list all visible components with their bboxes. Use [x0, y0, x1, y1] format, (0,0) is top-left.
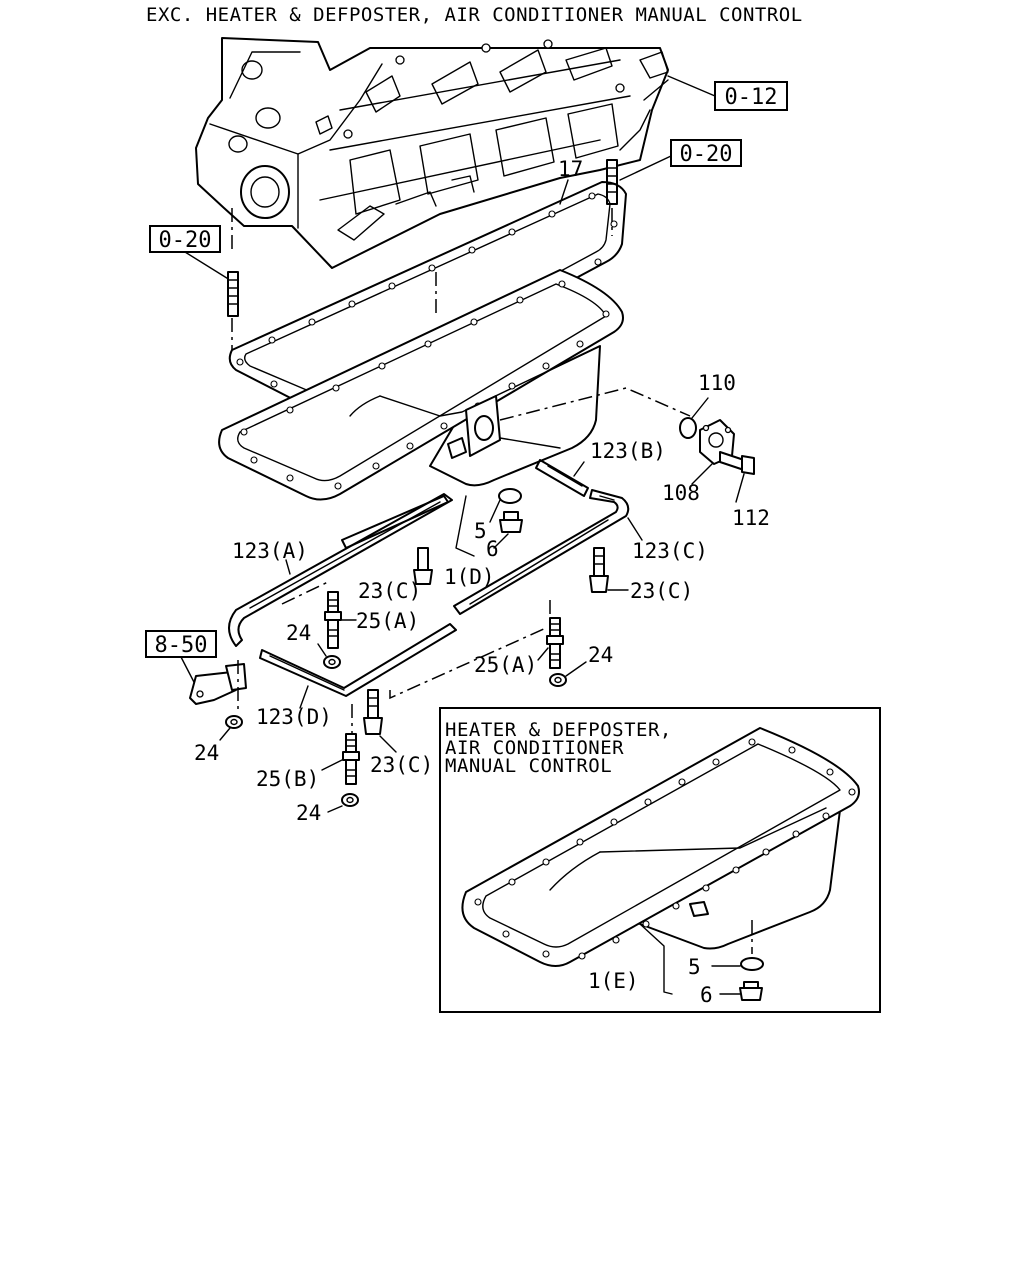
engine-block-drawing	[195, 37, 669, 269]
callout-seal-b: 123(B)	[590, 439, 666, 463]
callout-stud-a-left: 25(A)	[356, 609, 419, 633]
inset-drain-plug	[739, 981, 763, 1001]
leader-gasket	[559, 179, 569, 205]
callout-gasket: 17	[558, 157, 583, 181]
callout-drain-gasket: 5	[474, 519, 487, 543]
nut-24-left-upper	[323, 655, 341, 669]
inset-callout-pan-assy: 1(E)	[588, 969, 639, 993]
nut-24-bracket	[225, 715, 243, 729]
callout-stud-a-right: 25(A)	[474, 653, 537, 677]
guide-lower	[389, 627, 547, 700]
callout-cover-bolt: 112	[732, 506, 770, 530]
seal-123b	[535, 459, 589, 497]
callout-seal-a: 123(A)	[232, 539, 308, 563]
seal-123d	[259, 623, 457, 697]
cover-bolt-112	[719, 451, 755, 475]
inset-title-line1: HEATER & DEFPOSTER,	[445, 719, 672, 741]
callout-seal-c: 123(C)	[632, 539, 708, 563]
guide-stud-a-left	[281, 581, 329, 605]
ref-box-stud-right[interactable]: 0-20	[670, 139, 742, 167]
callout-seal-d: 123(D)	[256, 705, 332, 729]
ref-engine-label: 0-12	[725, 85, 778, 110]
stud-25a-left	[324, 591, 342, 649]
ref-stud-left-label: 0-20	[159, 228, 212, 253]
bolt-23c-lower	[363, 689, 383, 735]
callout-bolt-c-right: 23(C)	[630, 579, 693, 603]
bolt-23c-right	[589, 547, 609, 593]
ref-box-engine[interactable]: 0-12	[714, 81, 788, 111]
bracket-8-50	[189, 660, 247, 712]
ref-box-bracket[interactable]: 8-50	[145, 630, 217, 658]
inset-oil-pan	[461, 727, 860, 967]
callout-bolt-c-upper: 23(C)	[358, 579, 421, 603]
callout-o-ring: 110	[698, 371, 736, 395]
drain-gasket-5	[498, 488, 522, 504]
callout-cover-plate: 108	[662, 481, 700, 505]
callout-bolt-c-lower: 23(C)	[370, 753, 433, 777]
callout-pan-assy: 1(D)	[444, 565, 495, 589]
ref-box-stud-left[interactable]: 0-20	[149, 225, 221, 253]
seal-123a	[228, 493, 453, 647]
stud-25a-right	[546, 617, 564, 669]
inset-callout-drain-gasket: 5	[688, 955, 701, 979]
drain-plug-6	[499, 511, 523, 533]
seal-123c	[453, 489, 630, 615]
ref-stud-right-label: 0-20	[680, 142, 733, 167]
ref-bracket-label: 8-50	[155, 633, 208, 658]
o-ring-110	[679, 417, 697, 439]
oil-pan-main	[218, 269, 691, 501]
inset-drain-gasket	[740, 957, 764, 971]
callout-drain-plug: 6	[486, 537, 499, 561]
callout-nut-bottom: 24	[296, 801, 321, 825]
inset-title-line3: MANUAL CONTROL	[445, 755, 612, 777]
stud-25b	[342, 733, 360, 785]
nut-24-right	[549, 673, 567, 687]
callout-nut-right: 24	[588, 643, 613, 667]
inset-leader-pan	[639, 923, 673, 995]
inset-title-line2: AIR CONDITIONER	[445, 737, 624, 759]
inset-callout-drain-plug: 6	[700, 983, 713, 1007]
inset-heater-variant: HEATER & DEFPOSTER, AIR CONDITIONER MANU…	[439, 707, 881, 1013]
callout-nut-left-upper: 24	[286, 621, 311, 645]
bolt-23c-upper-left	[413, 547, 433, 585]
callout-nut-bracket: 24	[194, 741, 219, 765]
leader-pan-assy	[455, 495, 475, 557]
nut-24-bottom	[341, 793, 359, 807]
diagram-title: EXC. HEATER & DEFPOSTER, AIR CONDITIONER…	[146, 4, 803, 26]
stud-left	[227, 271, 239, 317]
callout-stud-b: 25(B)	[256, 767, 319, 791]
